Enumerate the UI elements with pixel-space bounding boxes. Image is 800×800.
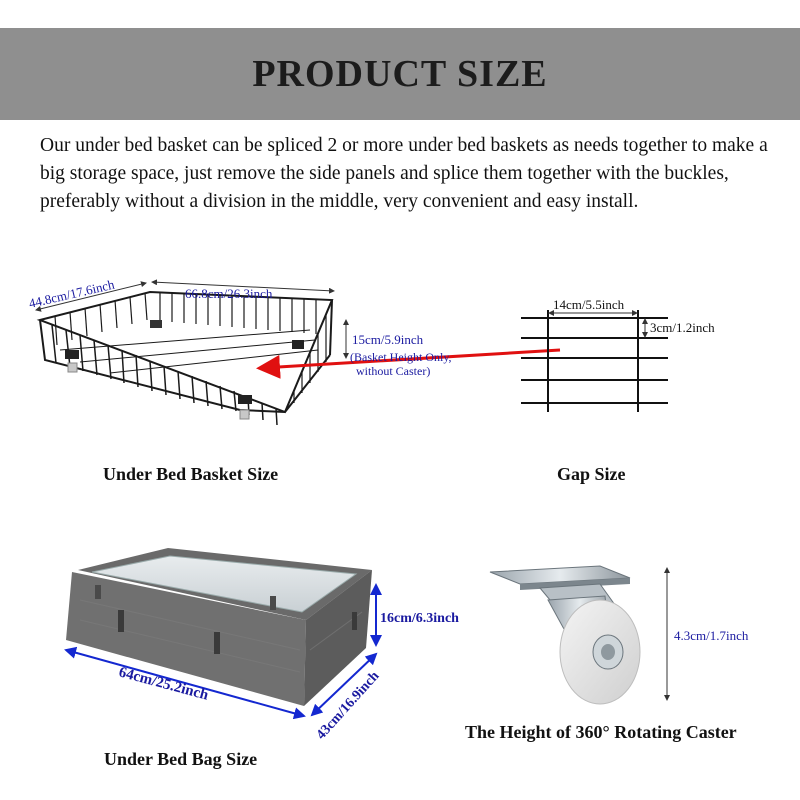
splice-arrow [256,348,561,379]
gap-diagram [521,310,668,412]
gap-caption: Gap Size [557,464,626,484]
basket-caption: Under Bed Basket Size [103,464,279,484]
bag-caption: Under Bed Bag Size [104,749,258,769]
basket-width-label: 44.8cm/17.6inch [27,277,116,311]
wire-basket-illustration [36,290,334,426]
basket-dimension-lines [35,279,349,359]
basket-height-note-2: without Caster) [356,364,430,378]
caster-caption: The Height of 360° Rotating Caster [465,722,737,742]
caster-illustration [489,565,641,705]
bag-height-label: 16cm/6.3inch [380,611,459,626]
basket-height-label: 15cm/5.9inch [352,332,424,347]
fabric-bag-illustration [66,548,372,706]
caster-height-label: 4.3cm/1.7inch [674,628,749,643]
basket-length-label: 66.8cm/26.3inch [185,286,273,301]
page-title: PRODUCT SIZE [252,53,548,95]
bag-dimension-lines [64,583,382,720]
title-banner: PRODUCT SIZE [0,28,800,120]
gap-dimension-lines [548,310,648,338]
gap-width-label: 14cm/5.5inch [553,297,625,312]
product-description: Our under bed basket can be spliced 2 or… [40,135,768,212]
basket-height-note-1: (Basket Height Only, [350,350,452,364]
gap-height-label: 3cm/1.2inch [650,320,715,335]
